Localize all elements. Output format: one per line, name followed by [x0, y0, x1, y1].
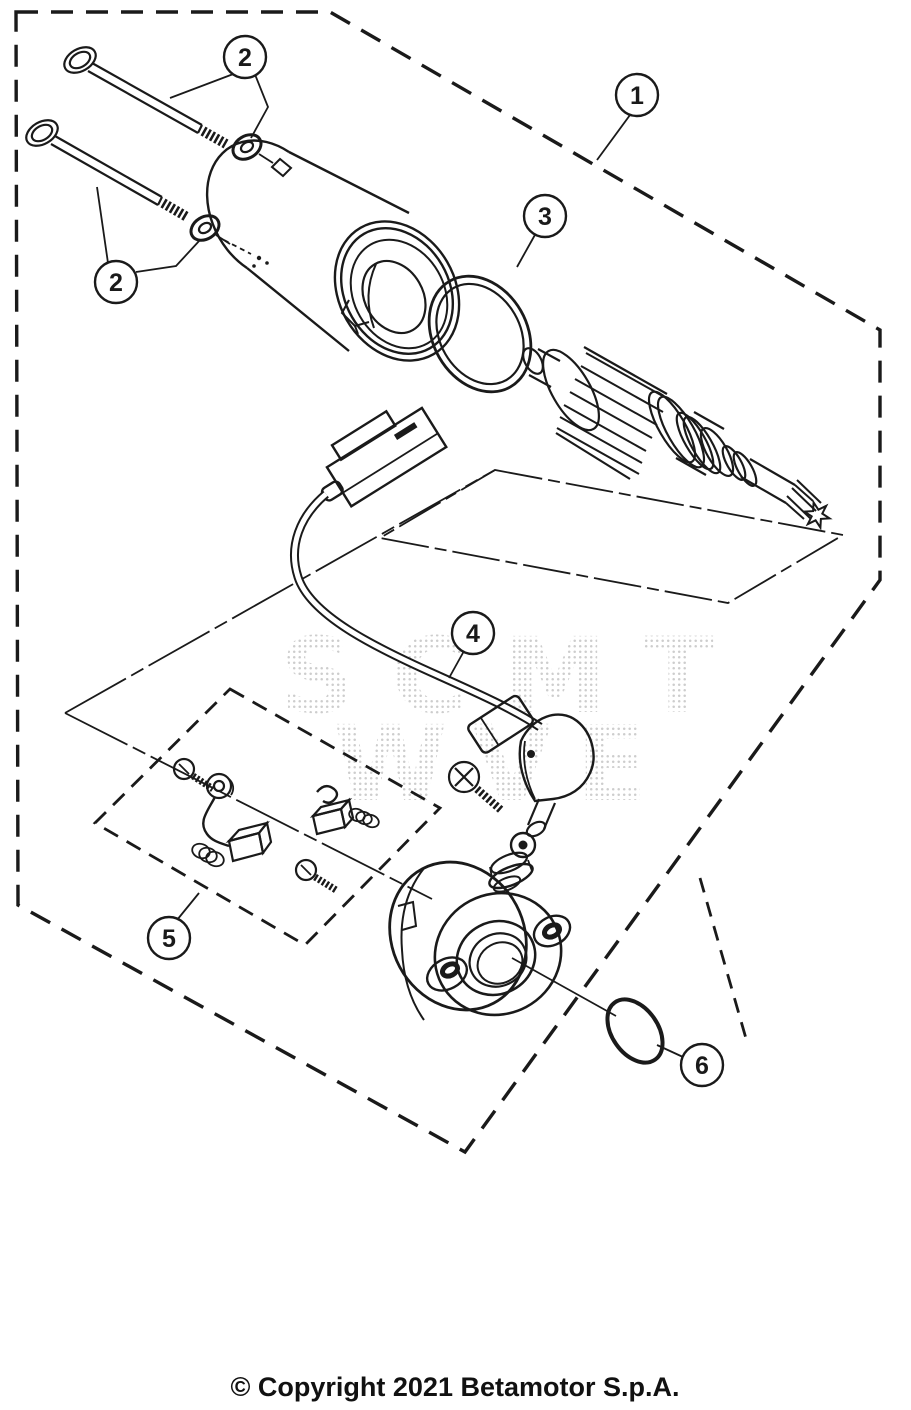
- brush-spring-1: [191, 842, 225, 868]
- callout-leaders: [96, 71, 684, 1058]
- brush-screw-2: [294, 858, 338, 893]
- callout-2-upper: 2: [222, 34, 268, 80]
- callout-1-label: 1: [630, 82, 644, 110]
- callout-5: 5: [146, 915, 192, 961]
- terminal-screw: [447, 760, 504, 814]
- mounting-bolt-upper: [63, 46, 229, 149]
- end-cap-boss: [455, 919, 537, 997]
- housing-seam-tab: [270, 157, 293, 178]
- end-cap-notch: [397, 900, 418, 931]
- bore-axis-leader: [511, 957, 617, 1017]
- callout-4-label: 4: [466, 620, 480, 648]
- centerline-planes: [64, 469, 846, 900]
- cable-core: [292, 492, 542, 730]
- watermark: SCMT WVE: [280, 615, 714, 825]
- ring-terminal: [509, 831, 537, 859]
- terminal-boot: [518, 713, 595, 803]
- callout-2-lower: 2: [93, 259, 139, 305]
- o-ring-large: [427, 274, 533, 394]
- terminal-stud-stack: [488, 798, 557, 890]
- brush-kit: [92, 687, 443, 947]
- washer-upper: [231, 133, 274, 164]
- housing-key-notch: [340, 299, 370, 328]
- assembly-boundary-dashed-box: [14, 10, 882, 1155]
- callout-6: 6: [679, 1042, 725, 1088]
- housing-alignment-dots: [252, 255, 269, 268]
- copyright-text: © Copyright 2021 Betamotor S.p.A.: [231, 1372, 680, 1402]
- washer-lower: [189, 214, 231, 245]
- callouts: 1 2 2 3 4 5 6: [93, 34, 725, 1088]
- bolt-thread-lower: [160, 198, 190, 222]
- armature-shaft-splines: [785, 479, 822, 520]
- mounting-bolt-lower: [25, 119, 190, 222]
- housing-bore: [361, 259, 427, 335]
- flange-ear-left: [425, 956, 469, 992]
- boundary-dashed-detail: [698, 877, 749, 1043]
- callout-1: 1: [614, 72, 660, 118]
- end-cap-bore: [476, 941, 524, 985]
- callout-2-lower-label: 2: [109, 269, 123, 297]
- bolt-thread-upper: [200, 126, 229, 149]
- flange-hole-right: [541, 922, 563, 940]
- cable-connector-plug: [320, 406, 448, 508]
- callout-3: 3: [522, 193, 568, 239]
- brush-screw-1: [172, 757, 215, 792]
- cable-terminal-sleeve: [467, 694, 534, 754]
- brush-wire-2: [316, 784, 339, 804]
- plane-edge-upper: [64, 469, 496, 714]
- callout-3-label: 3: [538, 203, 552, 231]
- stud-base: [492, 875, 522, 893]
- brush-block-1: [225, 820, 273, 863]
- brush-wire-1: [202, 796, 230, 848]
- armature-plane-rectangle: [377, 469, 846, 604]
- flange-ear-right: [532, 914, 572, 948]
- spline-star-end: [801, 499, 833, 531]
- power-cable-assembly: [290, 406, 595, 890]
- brush-kit-dashed-box: [92, 687, 443, 947]
- callout-4: 4: [450, 610, 496, 656]
- callout-2-upper-label: 2: [238, 44, 252, 72]
- armature: [522, 346, 833, 531]
- plane-edge-lower: [64, 712, 433, 900]
- motor-housing-cylinder: [205, 139, 461, 362]
- o-ring-small: [605, 997, 665, 1065]
- callout-5-label: 5: [162, 925, 176, 953]
- brush-block-2: [309, 797, 355, 836]
- brush-grommet: [205, 772, 235, 800]
- callout-6-label: 6: [695, 1052, 709, 1080]
- end-cap-housing: [388, 860, 617, 1021]
- armature-front-stub: [522, 347, 561, 388]
- brush-spring-2: [348, 807, 380, 829]
